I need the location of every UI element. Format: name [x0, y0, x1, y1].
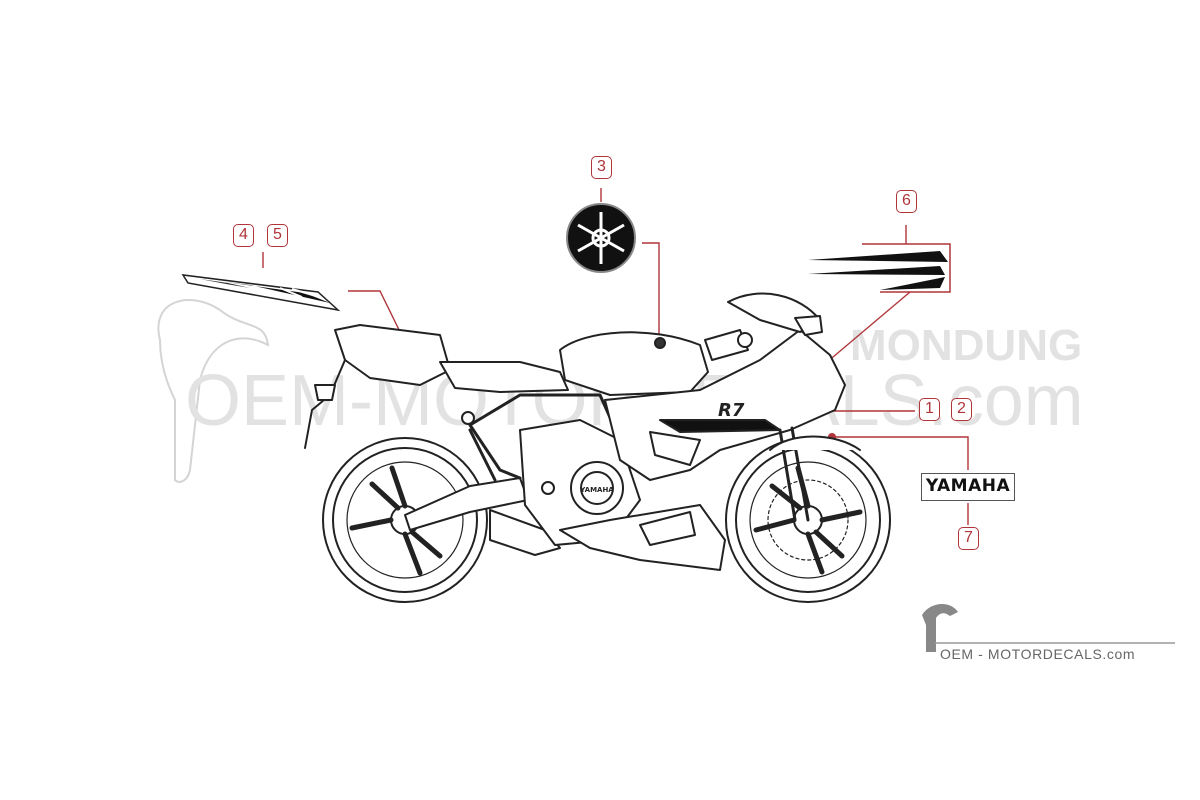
tail-section: [334, 324, 451, 386]
footer-brand-text[interactable]: OEM - MOTORDECALS.com: [940, 646, 1136, 662]
decal-3-preview: [566, 203, 636, 273]
callout-2: 2: [951, 398, 972, 421]
r7-model-badge: R7: [718, 400, 745, 421]
watermark-text-2: MONDUNG: [850, 321, 1082, 370]
motorcycle-illustration: YAMAHA R7: [304, 292, 891, 603]
leader-4-5: [348, 290, 406, 343]
leader-lines: [262, 188, 969, 525]
leader-6: [819, 291, 911, 369]
callout-5: 5: [267, 224, 288, 247]
footer-logo: [922, 604, 1175, 652]
callout-1: 1: [919, 398, 940, 421]
fairing-stripe: [659, 419, 781, 433]
seat: [439, 361, 569, 393]
leader-7: [832, 436, 969, 470]
decal-6-preview: [808, 243, 951, 293]
rear-fender: [304, 359, 346, 449]
tuning-fork-icon: [577, 212, 625, 264]
callout-3: 3: [591, 156, 612, 179]
decal-7-yamaha: YAMAHA: [921, 473, 1015, 501]
toucan-logo-icon: [922, 604, 958, 652]
engine: YAMAHA: [519, 419, 641, 546]
watermark-bird-icon: [157, 299, 270, 483]
callout-6: 6: [896, 190, 917, 213]
engine-cover-text: YAMAHA: [579, 486, 614, 494]
callout-4: 4: [233, 224, 254, 247]
decal-4-5-preview: [181, 274, 341, 312]
front-wheel: [725, 437, 891, 603]
fuel-tank: [559, 331, 709, 396]
rear-wheel: [322, 437, 488, 603]
leader-3: [642, 242, 660, 342]
callout-7: 7: [958, 527, 979, 550]
front-fender: [769, 435, 861, 451]
